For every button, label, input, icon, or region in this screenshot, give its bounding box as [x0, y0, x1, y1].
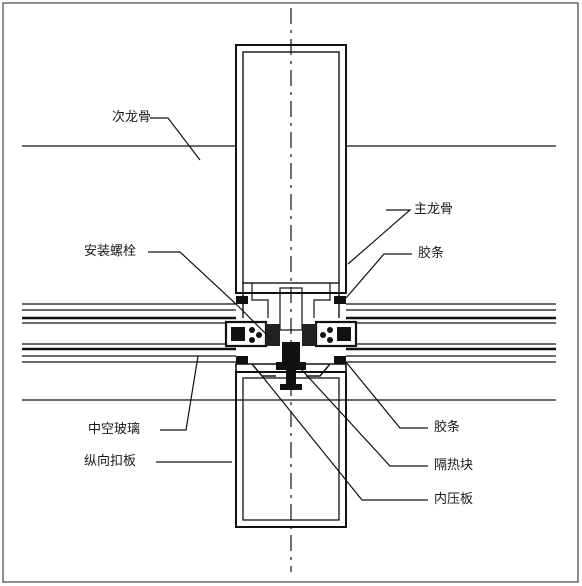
label-thermal-block: 隔热块 — [434, 458, 474, 473]
leader-rubber-strip-top — [345, 253, 412, 299]
label-rubber-strip-top: 胶条 — [418, 246, 445, 261]
label-rubber-strip-bottom: 胶条 — [434, 420, 461, 435]
label-install-bolt: 安装螺栓 — [84, 244, 137, 259]
leader-main-keel — [347, 209, 412, 265]
glass-edge-seal-right — [302, 320, 358, 348]
label-insulating-glass: 中空玻璃 — [88, 422, 141, 437]
main-keel — [235, 44, 347, 331]
label-pressure-plate: 内压板 — [434, 492, 474, 507]
label-longitudinal-cover: 纵向扣板 — [84, 454, 137, 469]
leader-install-bolt — [148, 251, 273, 341]
rubber-strip-bottom-right — [334, 356, 346, 364]
leader-pressure-plate — [261, 375, 428, 501]
rubber-strip-top-right — [334, 296, 346, 304]
thermal-block — [276, 342, 306, 370]
label-secondary-keel: 次龙骨 — [112, 110, 152, 125]
insulating-glass-right — [346, 303, 556, 363]
longitudinal-cover-plate — [235, 371, 347, 528]
leader-rubber-strip-bottom — [345, 361, 428, 429]
insulating-glass-left — [22, 303, 236, 363]
install-bolt — [280, 370, 302, 390]
leader-thermal-block — [299, 367, 428, 467]
leader-secondary-keel — [150, 117, 201, 161]
label-main-keel: 主龙骨 — [414, 202, 454, 217]
rubber-strip-bottom-left — [236, 356, 248, 364]
glass-edge-seal-left — [224, 320, 280, 348]
rubber-strip-top-left — [236, 296, 248, 304]
leader-insulating-glass — [160, 355, 199, 431]
